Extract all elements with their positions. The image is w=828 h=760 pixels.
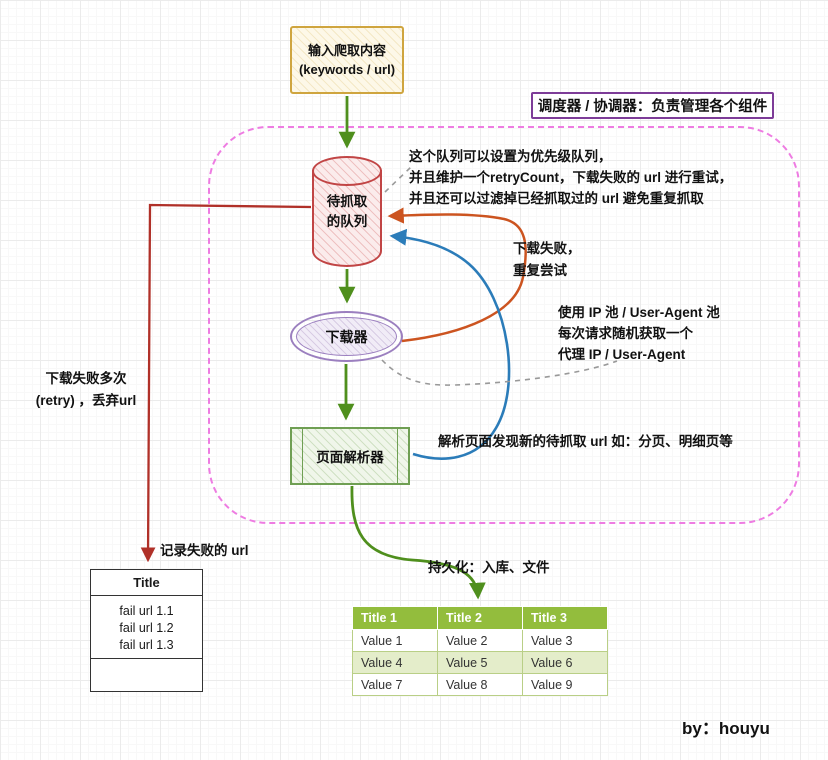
input-node-line2: (keywords / url) — [298, 62, 396, 77]
record-fail-annotation: 记录失败的 url — [160, 543, 249, 558]
page-parser-node[interactable]: 页面解析器 — [290, 427, 410, 485]
author-credit: by：houyu — [682, 719, 770, 738]
queue-annotation-line3: 并且还可以过滤掉已经抓取过的 url 避免重复抓取 — [409, 191, 704, 206]
fail-table-header: Title — [91, 570, 202, 596]
input-node[interactable]: 输入爬取内容 (keywords / url) — [290, 26, 404, 94]
parser-annotation: 解析页面发现新的待抓取 url 如：分页、明细页等 — [438, 434, 733, 449]
result-table-cell: Value 8 — [437, 673, 523, 696]
discard-annotation-line1: 下载失败多次 — [45, 371, 127, 386]
downloader-node[interactable]: 下载器 — [290, 311, 403, 362]
queue-label-line2: 的队列 — [326, 214, 368, 229]
result-table-cell: Value 2 — [437, 629, 523, 652]
page-parser-label: 页面解析器 — [316, 450, 384, 465]
discard-annotation: 下载失败多次 (retry) ，丢弃url — [10, 368, 162, 412]
fail-table-empty-row — [91, 659, 202, 691]
retry-annotation-line2: 重复尝试 — [513, 263, 567, 278]
discard-annotation-line2: (retry) ，丢弃url — [35, 393, 137, 408]
fail-url-table[interactable]: Title fail url 1.1 fail url 1.2 fail url… — [90, 569, 203, 692]
proxy-annotation-line1: 使用 IP 池 / User-Agent 池 — [558, 305, 720, 320]
fail-table-row: fail url 1.2 — [119, 621, 174, 635]
result-table[interactable]: Title 1 Title 2 Title 3 Value 1 Value 2 … — [352, 606, 608, 696]
result-table-header: Title 3 — [522, 606, 608, 630]
fail-table-body: fail url 1.1 fail url 1.2 fail url 1.3 — [91, 596, 202, 659]
result-table-header-row: Title 1 Title 2 Title 3 — [352, 606, 608, 630]
result-table-row: Value 7 Value 8 Value 9 — [352, 673, 608, 696]
queue-annotation-line2: 并且维护一个retryCount，下载失败的 url 进行重试， — [409, 170, 733, 185]
result-table-header: Title 1 — [352, 606, 438, 630]
result-table-cell: Value 4 — [352, 651, 438, 674]
result-table-row: Value 4 Value 5 Value 6 — [352, 651, 608, 674]
queue-annotation: 这个队列可以设置为优先级队列， 并且维护一个retryCount，下载失败的 u… — [409, 146, 732, 209]
fail-table-row: fail url 1.1 — [119, 604, 174, 618]
result-table-row: Value 1 Value 2 Value 3 — [352, 629, 608, 652]
result-table-cell: Value 6 — [522, 651, 608, 674]
queue-label-line1: 待抓取 — [326, 194, 368, 209]
queue-cylinder-top[interactable] — [312, 156, 382, 186]
result-table-cell: Value 5 — [437, 651, 523, 674]
fail-table-row: fail url 1.3 — [119, 638, 174, 652]
retry-annotation-line1: 下载失败， — [513, 241, 581, 256]
downloader-label: 下载器 — [296, 317, 397, 356]
input-node-line1: 输入爬取内容 — [307, 43, 386, 58]
result-table-cell: Value 7 — [352, 673, 438, 696]
queue-cylinder-label: 待抓取 的队列 — [308, 192, 386, 232]
persist-annotation: 持久化：入库、文件 — [428, 560, 550, 575]
proxy-annotation-line2: 每次请求随机获取一个 — [558, 326, 693, 341]
scheduler-label[interactable]: 调度器 / 协调器：负责管理各个组件 — [531, 92, 774, 119]
result-table-cell: Value 9 — [522, 673, 608, 696]
proxy-annotation: 使用 IP 池 / User-Agent 池 每次请求随机获取一个 代理 IP … — [558, 302, 720, 365]
result-table-cell: Value 1 — [352, 629, 438, 652]
queue-annotation-line1: 这个队列可以设置为优先级队列， — [409, 149, 612, 164]
result-table-cell: Value 3 — [522, 629, 608, 652]
proxy-annotation-line3: 代理 IP / User-Agent — [558, 347, 686, 362]
retry-annotation: 下载失败， 重复尝试 — [513, 238, 581, 282]
result-table-header: Title 2 — [437, 606, 523, 630]
